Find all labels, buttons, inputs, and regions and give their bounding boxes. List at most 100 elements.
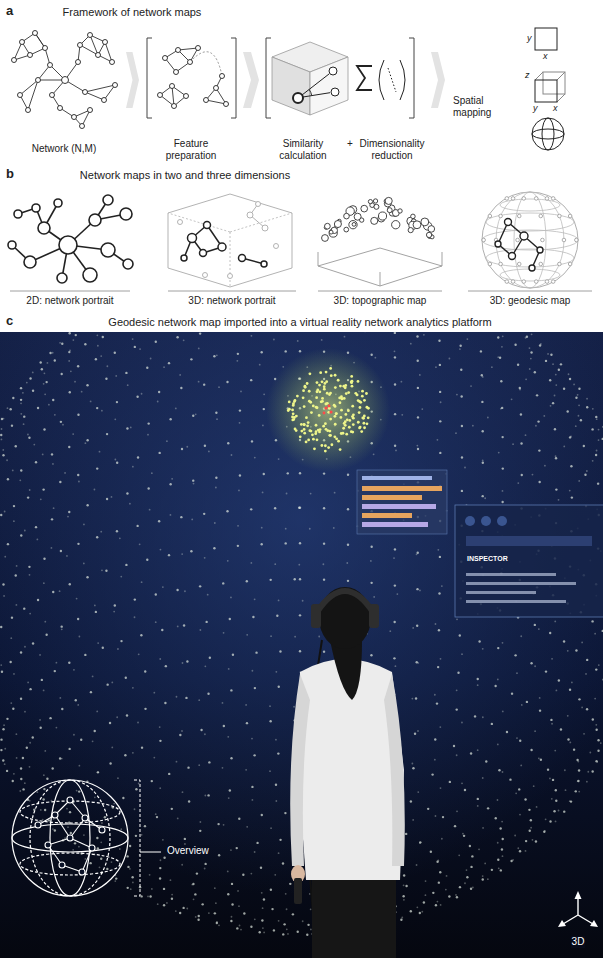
sphere-dots — [584, 474, 586, 476]
sphere-dots — [54, 414, 56, 416]
sphere-dots — [153, 692, 155, 694]
topographic-map — [325, 223, 331, 229]
sphere-dots — [525, 850, 527, 852]
highlight-cluster — [329, 434, 332, 437]
sphere-dots — [13, 505, 15, 507]
highlight-cluster — [313, 447, 316, 450]
sphere-dots — [149, 874, 151, 876]
sphere-dots — [269, 705, 271, 707]
sphere-dots — [134, 616, 136, 618]
sphere-dots — [477, 805, 479, 807]
sphere-dots — [97, 345, 99, 347]
similarity-vectors — [329, 67, 337, 75]
axis-3d-icon — [563, 898, 593, 924]
highlight-cluster — [321, 397, 324, 400]
sphere-dots — [482, 430, 484, 432]
sphere-dots — [96, 407, 98, 409]
sphere-dots — [66, 808, 68, 810]
feature-subgraphs — [224, 102, 229, 107]
panel-title: Network maps in two and three dimensions — [80, 169, 290, 182]
sphere-dots — [466, 338, 468, 340]
sphere-dots — [262, 907, 264, 909]
highlight-cluster — [357, 421, 360, 424]
sphere-dots — [279, 650, 281, 652]
sphere-dots — [438, 881, 440, 883]
sphere-dots — [215, 477, 217, 479]
topographic-map — [421, 218, 429, 226]
axis-label: y — [533, 103, 538, 114]
overview-network — [67, 797, 73, 803]
sphere-dots — [155, 341, 157, 343]
sphere-dots — [517, 482, 519, 484]
sphere-dots — [394, 445, 396, 447]
geodesic-map — [534, 280, 538, 284]
sphere-dots — [480, 350, 482, 352]
sphere-dots — [60, 421, 62, 423]
geodesic-map — [558, 214, 562, 218]
highlight-cluster — [344, 386, 347, 389]
geodesic-map — [568, 214, 572, 218]
sphere-dots — [204, 863, 206, 865]
sphere-dots — [594, 698, 596, 700]
sphere-dots — [525, 337, 527, 339]
sphere-dots — [530, 827, 532, 829]
sphere-dots — [459, 634, 461, 636]
similarity-vectors — [303, 93, 330, 97]
sphere-dots — [15, 445, 17, 447]
sphere-dots — [75, 699, 77, 701]
sphere-dots — [417, 360, 419, 362]
sphere-dots — [238, 818, 240, 820]
sphere-dots — [373, 596, 375, 598]
sphere-dots — [416, 335, 418, 337]
sphere-dots — [67, 516, 69, 518]
sphere-dots — [78, 790, 80, 792]
sphere-dots — [575, 649, 577, 651]
sphere-dots — [449, 781, 451, 783]
highlight-cluster — [365, 406, 368, 409]
sphere-dots — [53, 507, 55, 509]
sum-symbol — [357, 66, 372, 90]
sphere-dots — [416, 906, 418, 908]
geodesic-map — [511, 280, 515, 284]
sphere-dots — [484, 497, 486, 499]
sphere-dots — [124, 754, 126, 756]
sphere-dots — [591, 620, 593, 622]
sphere-dots — [263, 898, 265, 900]
sphere-dots — [498, 867, 500, 869]
sphere-dots — [477, 798, 479, 800]
sphere-dots — [269, 770, 271, 772]
highlight-cluster — [293, 416, 296, 419]
sphere-dots — [20, 767, 22, 769]
sphere-dots — [215, 412, 217, 414]
vr-photo — [0, 332, 603, 958]
sphere-dots — [144, 670, 146, 672]
sphere-dots — [20, 387, 22, 389]
highlight-cluster — [351, 380, 354, 383]
sphere-dots — [15, 604, 17, 606]
overview-network — [59, 862, 65, 868]
sphere-dots — [411, 763, 413, 765]
sphere-dots — [92, 740, 94, 742]
highlight-cluster — [292, 402, 295, 405]
caption-rules — [10, 291, 592, 292]
sphere-dots — [567, 738, 569, 740]
sphere-dots — [535, 425, 537, 427]
sphere-dots — [43, 774, 45, 776]
sphere-dots — [0, 626, 2, 628]
topographic-map — [352, 222, 356, 226]
geodesic-map — [529, 265, 535, 271]
sphere-dots — [96, 467, 98, 469]
sphere-dots — [77, 365, 79, 367]
pipeline-step: Feature preparation — [142, 25, 240, 165]
sphere-dots — [532, 839, 534, 841]
sphere-dots — [86, 576, 88, 578]
sphere-dots — [416, 553, 418, 555]
sphere-dots — [470, 752, 472, 754]
sphere-dots — [95, 358, 97, 360]
sphere-dots — [370, 546, 372, 548]
sphere-dots — [456, 708, 458, 710]
sphere-dots — [155, 593, 157, 595]
inspector-panel — [481, 516, 491, 526]
topographic-map — [368, 199, 372, 203]
